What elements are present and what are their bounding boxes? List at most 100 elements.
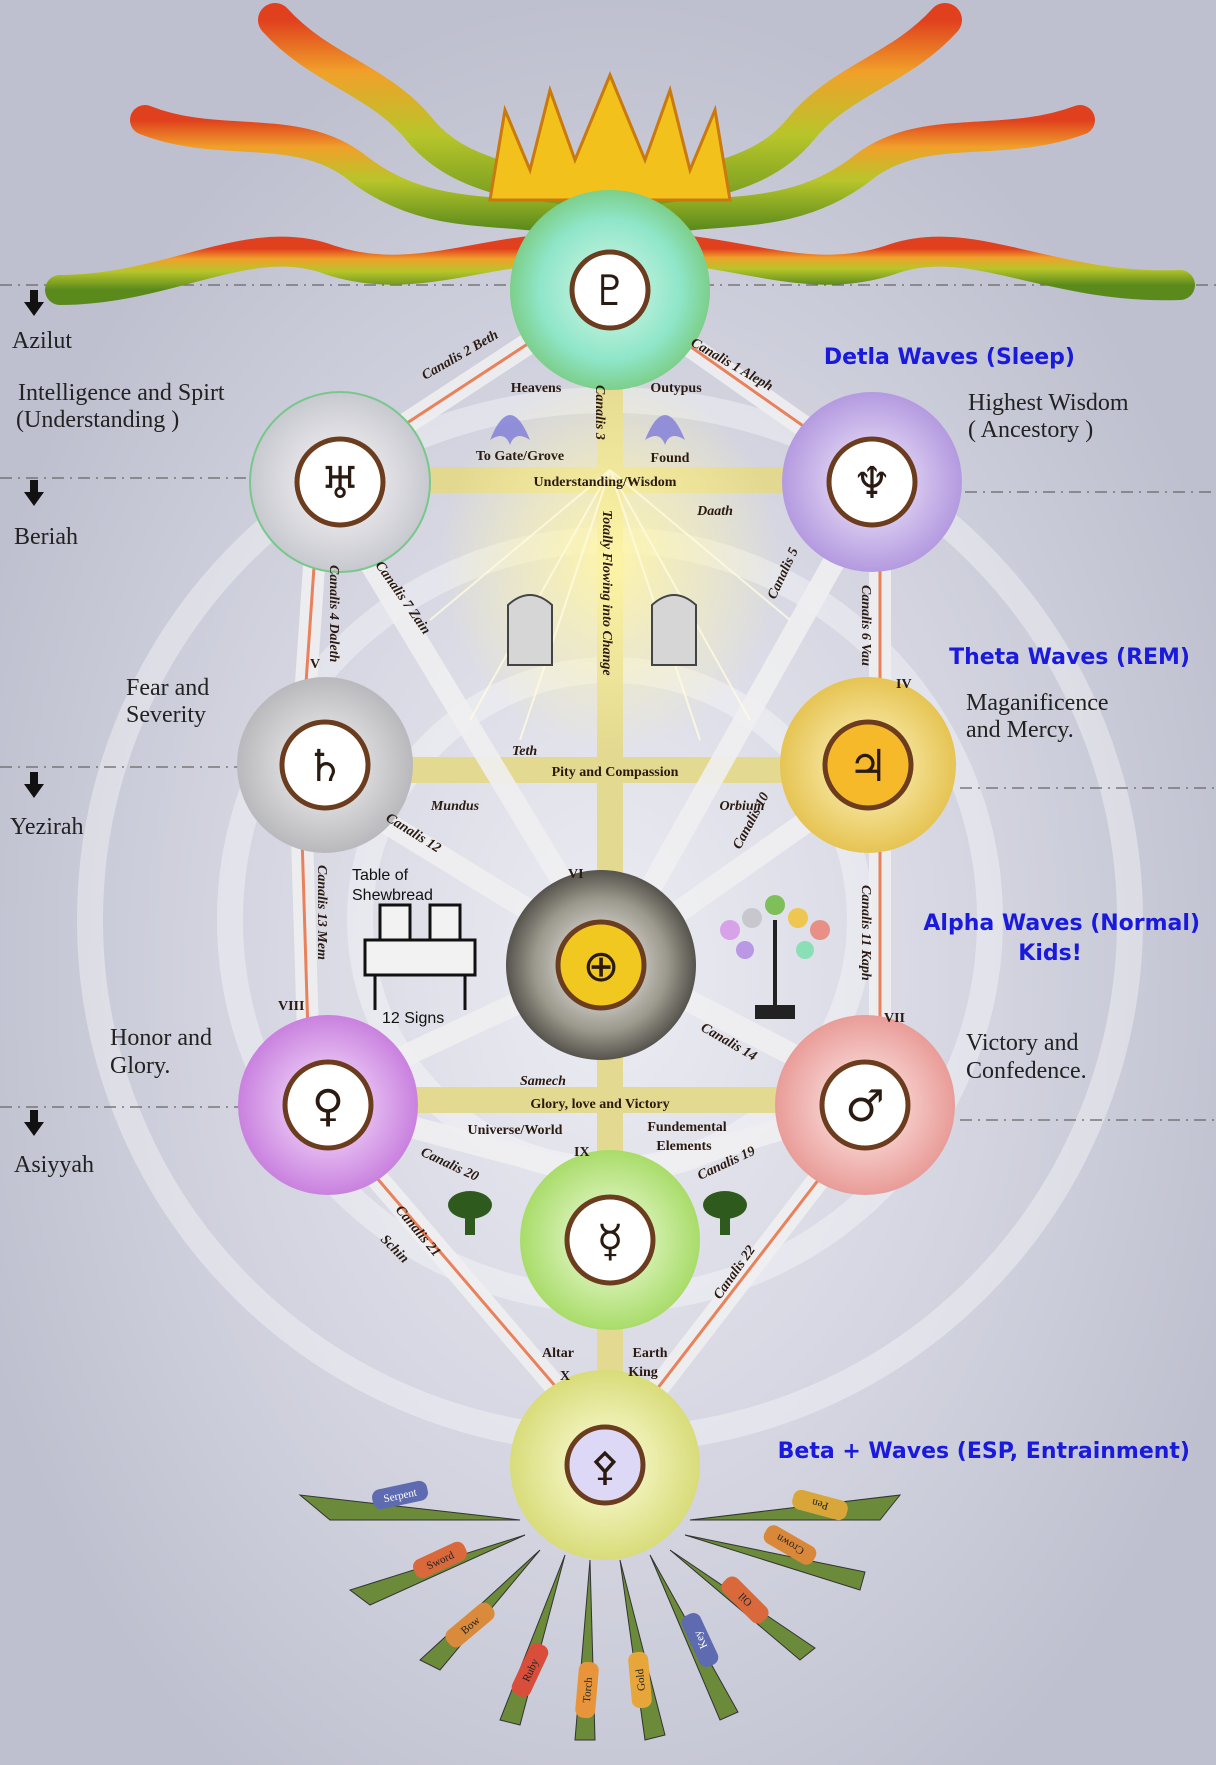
- sephira-chokmah: ♆: [782, 392, 962, 572]
- path-label-vau: Canalis 6 Vau: [858, 585, 873, 666]
- fundemental-label-2: Elements: [656, 1139, 712, 1154]
- shewbread-table-icon: [363, 903, 477, 1010]
- inner-labels: Heavens Outypus To Gate/Grove Found Unde…: [278, 381, 912, 1384]
- world-azilut: Azilut: [12, 328, 72, 354]
- stone-tablets: [507, 594, 697, 666]
- root-tag-label: Pen: [810, 1496, 830, 1512]
- chokmah-description-2: ( Ancestory ): [968, 417, 1093, 443]
- binah-description-2: (Understanding ): [16, 407, 179, 433]
- cherubim-icons: [490, 415, 685, 445]
- geburah-description-2: Severity: [126, 702, 206, 728]
- geburah-symbol: ♄: [305, 741, 344, 792]
- mundus-label: Mundus: [430, 799, 480, 814]
- roman-x: X: [560, 1369, 570, 1384]
- path-label-teth: Teth: [512, 744, 537, 759]
- alpha-waves-label: Alpha Waves (Normal): [923, 911, 1200, 936]
- roman-viii: VIII: [278, 999, 304, 1014]
- roman-vi: VI: [568, 867, 584, 882]
- sephira-kether: ♇: [510, 190, 710, 390]
- world-yezirah: Yezirah: [10, 814, 84, 840]
- alpha-waves-kids: Kids!: [1018, 941, 1081, 966]
- root-tag: [763, 1525, 817, 1565]
- table-of-label: Table of: [352, 867, 409, 884]
- king-label: King: [628, 1365, 658, 1380]
- universe-world-label: Universe/World: [468, 1123, 563, 1138]
- chokmah-description-1: Highest Wisdom: [968, 390, 1129, 416]
- earth-label: Earth: [633, 1346, 668, 1361]
- down-arrow-icon: [24, 290, 44, 316]
- root-tag: [372, 1480, 428, 1510]
- roman-v: V: [310, 657, 320, 672]
- altar-label: Altar: [542, 1346, 574, 1361]
- world-beriah: Beriah: [14, 524, 78, 550]
- netzach-description-2: Confedence.: [966, 1058, 1087, 1084]
- sephira-netzach: ♂: [775, 1015, 955, 1195]
- outypus-label: Outypus: [650, 381, 702, 396]
- path-label-gimel: Canalis 3: [592, 385, 607, 440]
- hod-description-1: Honor and: [110, 1025, 212, 1051]
- sephira-descriptions: Intelligence and Spirt (Understanding ) …: [16, 380, 1129, 1084]
- root-tags: Serpent Sword Bow Ruby Torch Gold Key Oi…: [372, 1480, 848, 1719]
- root-tag-label: Torch: [581, 1676, 595, 1703]
- geburah-description-1: Fear and: [126, 675, 209, 701]
- to-gate-label: To Gate/Grove: [476, 449, 564, 464]
- world-asiyyah: Asiyyah: [14, 1152, 94, 1178]
- netzach-symbol: ♂: [845, 1081, 884, 1132]
- yesod-symbol: ☿: [596, 1216, 623, 1267]
- root-tag: [575, 1661, 599, 1719]
- down-arrow-icon: [24, 1110, 44, 1136]
- tiphareth-symbol: ⊕: [583, 941, 620, 992]
- sephira-geburah: ♄: [237, 677, 413, 853]
- bonsai-icons: [448, 1191, 747, 1235]
- root-tag: [681, 1613, 719, 1667]
- binah-symbol: ♅: [320, 458, 359, 509]
- understanding-wisdom-label: Understanding/Wisdom: [534, 475, 677, 490]
- beta-waves-label: Beta + Waves (ESP, Entrainment): [778, 1439, 1190, 1464]
- root-tag: [792, 1489, 848, 1521]
- world-labels: Azilut Beriah Yezirah Asiyyah: [10, 290, 94, 1178]
- roman-vii: VII: [884, 1011, 905, 1026]
- root-tag: [628, 1651, 652, 1709]
- chesed-symbol: ♃: [848, 741, 887, 792]
- sephira-binah: ♅: [249, 391, 431, 573]
- chesed-description-1: Maganificence: [966, 690, 1109, 716]
- root-tag-label: Gold: [634, 1668, 648, 1691]
- theta-waves-label: Theta Waves (REM): [949, 645, 1190, 670]
- pity-compassion-label: Pity and Compassion: [552, 765, 679, 780]
- hod-symbol: ♀: [312, 1081, 344, 1132]
- hod-description-2: Glory.: [110, 1053, 170, 1079]
- malkuth-symbol: ⚴: [590, 1444, 619, 1490]
- menorah-icon: [720, 895, 830, 1019]
- down-arrow-icon: [24, 772, 44, 798]
- sephira-hod: ♀: [238, 1015, 418, 1195]
- wave-labels: Detla Waves (Sleep) Theta Waves (REM) Al…: [778, 345, 1200, 1464]
- found-label: Found: [651, 451, 690, 466]
- roman-iv: IV: [896, 677, 912, 692]
- path-label-kaph: Canalis 11 Kaph: [858, 885, 873, 981]
- sephira-yesod: ☿: [520, 1150, 700, 1330]
- crown: [488, 71, 732, 202]
- roman-ix: IX: [574, 1145, 590, 1160]
- glory-love-victory-label: Glory, love and Victory: [530, 1097, 669, 1112]
- root-tag: [511, 1643, 549, 1697]
- down-arrow-icon: [24, 480, 44, 506]
- orbium-label: Orbium: [719, 799, 764, 814]
- sephira-chesed: ♃: [780, 677, 956, 853]
- path-label-mem: Canalis 13 Mem: [314, 865, 329, 960]
- delta-waves-label: Detla Waves (Sleep): [824, 345, 1075, 370]
- netzach-description-1: Victory and: [966, 1030, 1079, 1056]
- binah-description-1: Intelligence and Spirt: [18, 380, 225, 406]
- daath-label: Daath: [696, 504, 733, 519]
- shewbread-label: Shewbread: [352, 887, 433, 904]
- flowing-label: Totally Flowing into Change: [599, 510, 614, 676]
- root-tag: [413, 1541, 467, 1579]
- path-label-daleth: Canalis 4 Daleth: [326, 565, 341, 662]
- root-tag: [721, 1576, 769, 1624]
- chokmah-symbol: ♆: [852, 458, 891, 509]
- sephira-tiphareth: ⊕: [506, 870, 696, 1060]
- sephira-malkuth: ⚴: [510, 1370, 700, 1560]
- root-tag: [445, 1602, 495, 1648]
- fundemental-label-1: Fundemental: [647, 1120, 726, 1135]
- heavens-label: Heavens: [511, 381, 562, 396]
